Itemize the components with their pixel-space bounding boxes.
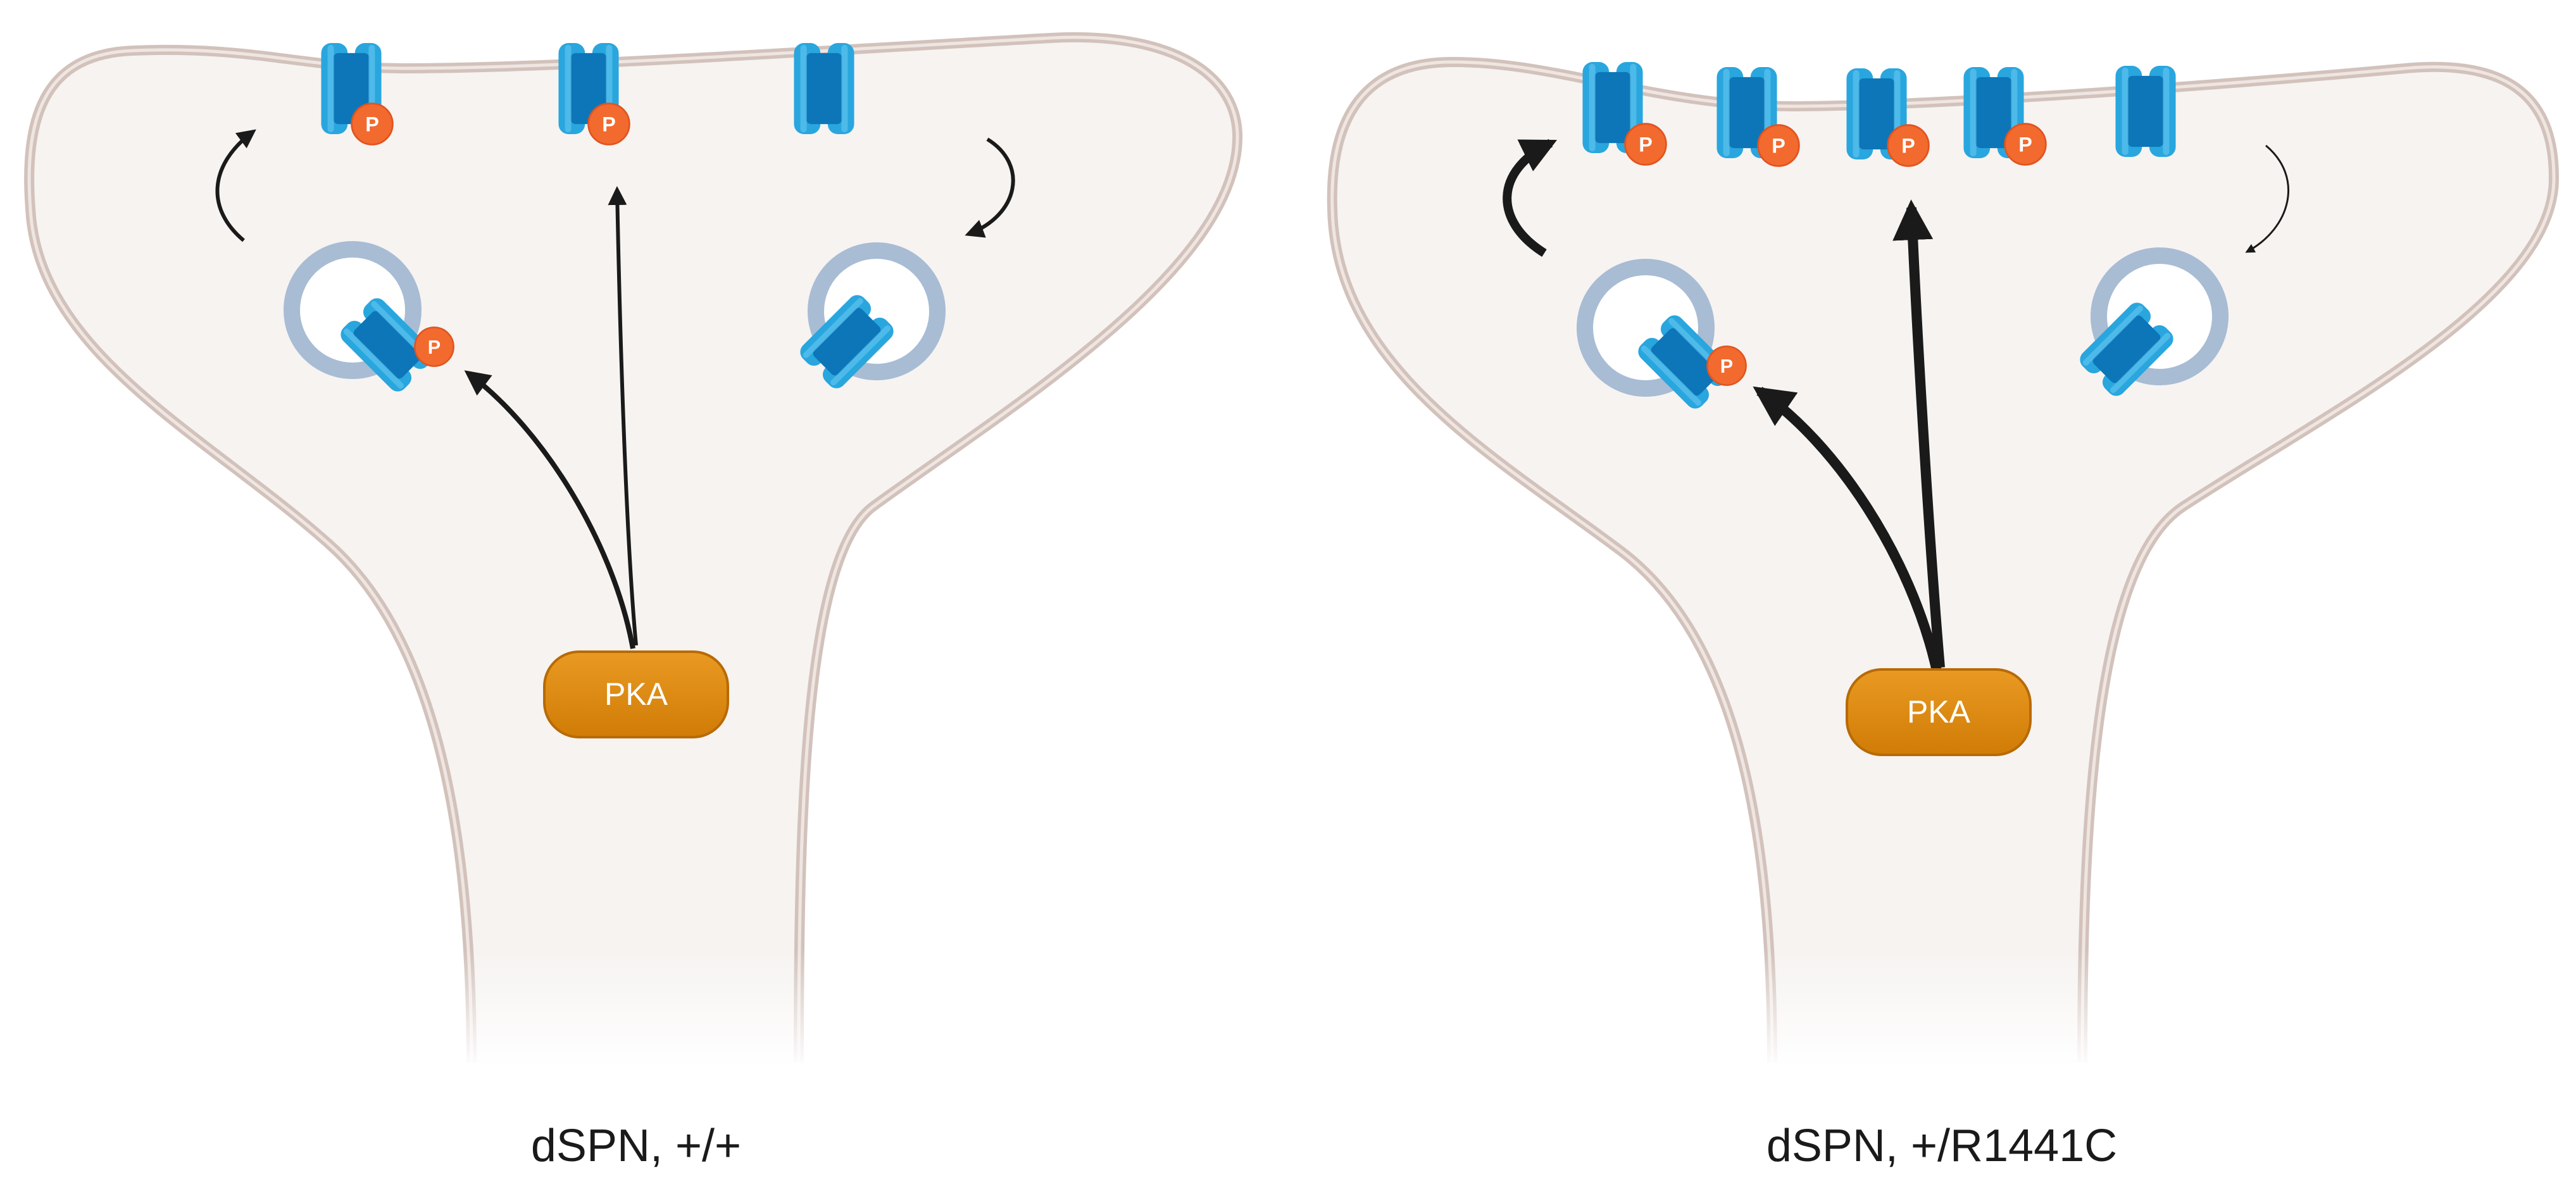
svg-text:P: P [428,337,441,358]
svg-text:P: P [1901,135,1915,158]
vesicle [2076,247,2229,400]
pka-label: PKA [1907,694,1971,730]
phosphate-icon: P [1887,124,1930,167]
arrow-icon [1503,139,1558,257]
svg-text:P: P [602,113,616,136]
membrane-channel [794,43,854,134]
dendritic-spine [1327,56,2560,1064]
panel-caption: dSPN, +/+ [531,1121,741,1171]
arrow-icon [1892,199,1945,668]
phosphate-icon: P [414,326,454,367]
svg-text:P: P [1639,134,1653,156]
svg-text:P: P [1772,135,1785,158]
arrow-icon [464,370,635,649]
phosphate-icon: P [1624,123,1667,166]
pka-label: PKA [604,676,668,712]
panel-mutant: P P P P P [1327,56,2560,1171]
phosphate-icon: P [587,103,630,146]
svg-text:P: P [365,113,379,136]
arrow-icon [215,129,256,242]
arrow-icon [608,186,638,646]
phosphate-icon: P [351,103,394,146]
phosphate-icon: P [1706,345,1747,386]
membrane-channel [2115,66,2176,157]
arrow-icon [1753,386,1942,672]
svg-text:P: P [2018,134,2032,156]
arrow-icon [965,137,1015,238]
dendritic-spine [24,32,1243,1064]
phosphate-icon: P [1757,124,1800,167]
arrow-icon [2245,144,2289,253]
panel-caption: dSPN, +/R1441C [1766,1121,2117,1171]
panel-wildtype: P P P [24,32,1243,1171]
phosphate-icon: P [2004,123,2047,166]
vesicle [796,242,946,392]
vesicle: P [284,241,454,395]
svg-text:P: P [1720,356,1733,377]
kinase-icon: PKA [543,650,729,738]
kinase-icon: PKA [1846,668,2032,756]
vesicle: P [1577,259,1747,413]
